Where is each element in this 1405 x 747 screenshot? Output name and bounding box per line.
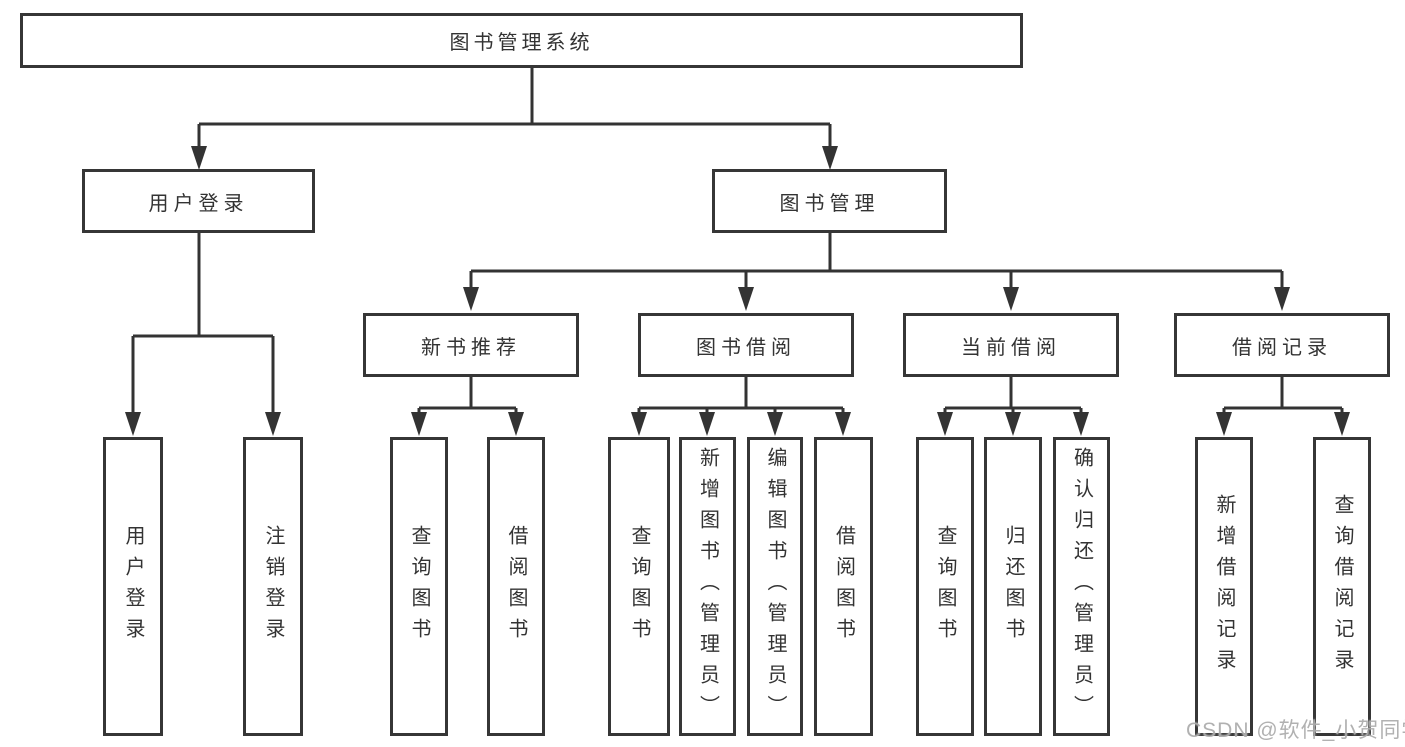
leaf-user-login: 用户登录	[103, 437, 163, 736]
leaf-bb-query-book: 查询图书	[608, 437, 670, 736]
leaf-label: 用户登录	[122, 524, 144, 649]
leaf-logout-login: 注销登录	[243, 437, 303, 736]
node-borrow-record: 借阅记录	[1174, 313, 1390, 377]
leaf-bb-edit-book: 编辑图书（管理员）	[747, 437, 803, 736]
leaf-label: 查询图书	[628, 524, 650, 649]
node-book-borrow: 图书借阅	[638, 313, 854, 377]
node-user-login: 用户登录	[82, 169, 315, 233]
leaf-label: 确认归还（管理员）	[1070, 447, 1093, 726]
leaf-label: 编辑图书（管理员）	[764, 447, 786, 726]
leaf-label: 借阅图书	[832, 524, 855, 649]
leaf-label: 新增图书（管理员）	[696, 447, 719, 726]
leaf-label: 查询借阅记录	[1331, 493, 1353, 680]
leaf-br-query-record: 查询借阅记录	[1313, 437, 1371, 736]
leaf-cb-confirm-return: 确认归还（管理员）	[1053, 437, 1110, 736]
leaf-bb-borrow-book: 借阅图书	[814, 437, 873, 736]
leaf-cb-query-book: 查询图书	[916, 437, 974, 736]
watermark: CSDN @软件_小贺同学	[1186, 719, 1405, 742]
node-current-borrow: 当前借阅	[903, 313, 1119, 377]
node-root-system: 图书管理系统	[20, 13, 1023, 68]
leaf-cb-return-book: 归还图书	[984, 437, 1042, 736]
node-new-book-recommend: 新书推荐	[363, 313, 579, 377]
leaf-label: 新增借阅记录	[1213, 493, 1235, 680]
leaf-bb-add-book: 新增图书（管理员）	[679, 437, 736, 736]
leaf-br-add-record: 新增借阅记录	[1195, 437, 1253, 736]
leaf-label: 查询图书	[408, 524, 430, 649]
leaf-label: 查询图书	[934, 524, 956, 649]
node-book-management: 图书管理	[712, 169, 947, 233]
leaf-label: 注销登录	[262, 524, 284, 649]
leaf-label: 归还图书	[1002, 524, 1024, 649]
leaf-label: 借阅图书	[505, 524, 527, 649]
leaf-nbr-borrow-book: 借阅图书	[487, 437, 545, 736]
leaf-nbr-query-book: 查询图书	[390, 437, 448, 736]
